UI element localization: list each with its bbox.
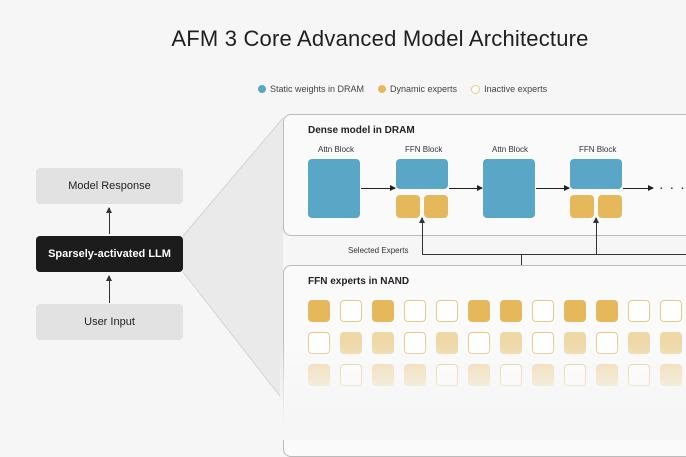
dynamic-expert-slot <box>598 195 622 218</box>
ffn-block <box>570 159 622 189</box>
dense-model-panel: Dense model in DRAM Attn Block FFN Block… <box>283 114 686 236</box>
selected-experts-label: Selected Experts <box>348 246 409 255</box>
expert-cell <box>308 300 330 322</box>
ffn-block <box>396 159 448 189</box>
expert-cell <box>628 300 650 322</box>
arrow-up-icon <box>593 217 599 255</box>
expert-cell <box>596 300 618 322</box>
block-label: FFN Block <box>405 145 443 154</box>
legend-label: Inactive experts <box>484 84 548 94</box>
user-input-box: User Input <box>36 304 183 340</box>
arrow-right-icon <box>449 185 483 191</box>
arrow-up-icon <box>106 275 112 303</box>
dynamic-dot-icon <box>378 85 387 93</box>
block-label: Attn Block <box>318 145 355 154</box>
dynamic-expert-slot <box>570 195 594 218</box>
expert-cell <box>372 300 394 322</box>
panel-title: Dense model in DRAM <box>308 125 415 136</box>
expert-cell <box>532 300 554 322</box>
legend: Static weights in DRAM Dynamic experts I… <box>258 84 547 94</box>
panel-title: FFN experts in NAND <box>308 276 410 287</box>
attn-block <box>483 159 535 218</box>
projection-wedge <box>182 117 284 401</box>
page-title: AFM 3 Core Advanced Model Architecture <box>171 26 589 51</box>
attn-block <box>308 159 360 218</box>
expert-cell <box>340 300 362 322</box>
expert-cell <box>404 300 426 322</box>
legend-item-static: Static weights in DRAM <box>258 84 364 94</box>
block-label: FFN Block <box>579 145 617 154</box>
inactive-dot-icon <box>471 84 481 94</box>
arrow-right-icon <box>536 185 570 191</box>
bottom-fade <box>280 340 686 440</box>
expert-cell <box>564 300 586 322</box>
expert-cell <box>468 300 490 322</box>
dynamic-expert-slot <box>396 195 420 218</box>
block-label: Attn Block <box>492 145 529 154</box>
arrow-up-icon <box>106 207 112 234</box>
legend-label: Dynamic experts <box>390 84 458 94</box>
arrow-right-icon <box>623 185 654 191</box>
expert-cell <box>436 300 458 322</box>
model-response-box: Model Response <box>36 168 183 204</box>
expert-cell <box>660 300 682 322</box>
arrow-right-icon <box>361 185 396 191</box>
legend-item-inactive: Inactive experts <box>471 84 547 94</box>
arrow-up-icon <box>419 217 425 255</box>
sparse-llm-box: Sparsely-activated LLM <box>36 236 183 272</box>
legend-item-dynamic: Dynamic experts <box>378 84 457 94</box>
dynamic-expert-slot <box>424 195 448 218</box>
connector-line <box>521 254 522 266</box>
static-dot-icon <box>258 85 266 93</box>
ellipsis: · · · <box>659 179 686 195</box>
legend-label: Static weights in DRAM <box>270 84 365 94</box>
expert-cell <box>500 300 522 322</box>
connector-line <box>422 254 686 255</box>
